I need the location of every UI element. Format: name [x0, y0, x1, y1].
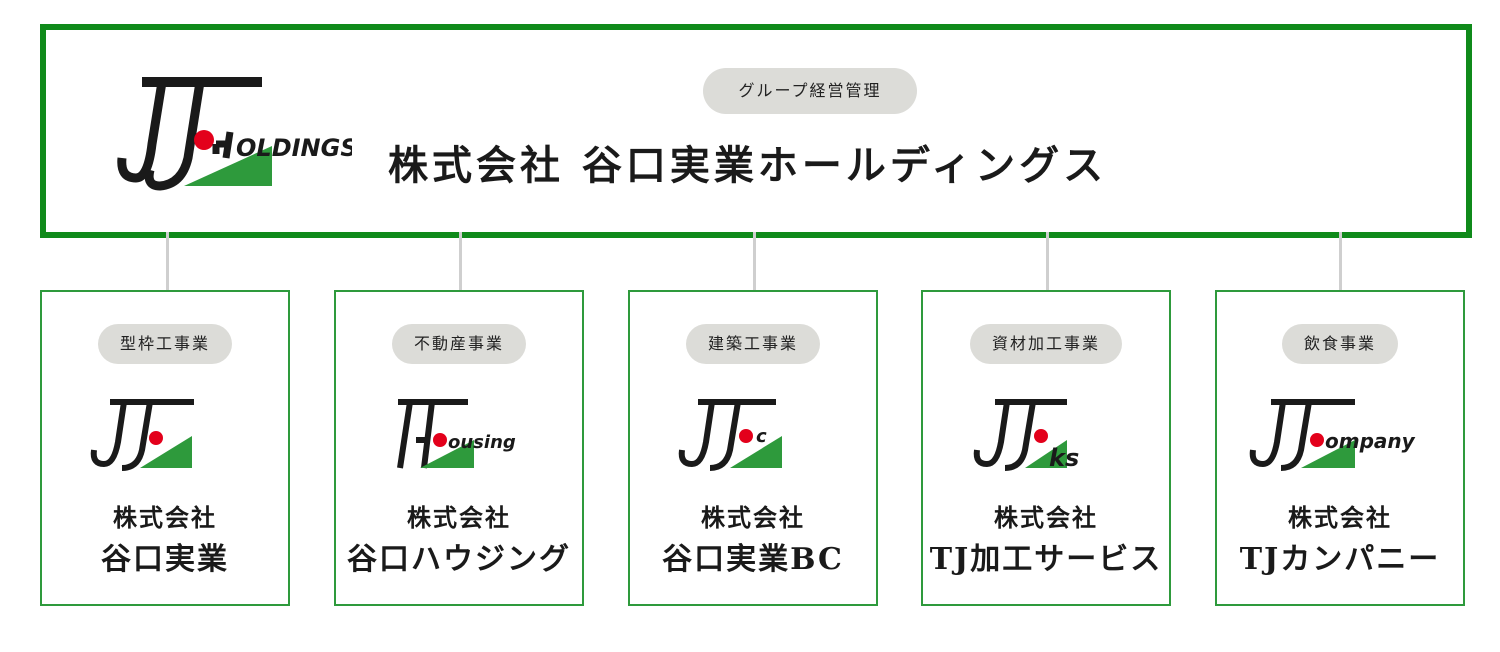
business-badge: 型枠工事業 — [97, 324, 233, 364]
logo-j-stroke — [709, 401, 741, 471]
holdings-box: OLDINGS グループ経営管理 株式会社 谷口実業ホールディングス — [40, 24, 1472, 238]
business-badge: 資材加工事業 — [969, 324, 1123, 364]
connector-line — [1046, 232, 1049, 290]
connector-line — [459, 232, 462, 290]
tj-holdings-logo: OLDINGS — [117, 77, 352, 191]
logo-j-stroke — [1280, 401, 1312, 471]
company-card-tj-kako-service: 資材加工事業 ks 株式会社 TJ加工サービス — [921, 290, 1171, 606]
logo-red-dot — [194, 130, 214, 150]
logo-j-stroke — [144, 81, 205, 191]
company-prefix: 株式会社 — [701, 503, 805, 532]
logo-text: ousing — [448, 432, 516, 453]
logo-t-stroke — [678, 401, 715, 468]
tj-ks-logo: ks — [973, 399, 1079, 472]
logo-t-stroke — [117, 81, 167, 183]
logo-red-dot — [1310, 433, 1324, 447]
logo-t-stroke — [90, 401, 127, 468]
logo-red-dot — [149, 431, 163, 445]
tj-bc-logo: c — [678, 399, 782, 471]
holdings-name: 株式会社 谷口実業ホールディングス — [388, 142, 1108, 189]
logo-green-triangle — [420, 440, 474, 468]
company-prefix: 株式会社 — [407, 503, 511, 532]
logo-t-stroke — [1249, 401, 1286, 468]
company-prefix: 株式会社 — [1288, 503, 1392, 532]
logo-red-dot — [1034, 429, 1048, 443]
company-name: TJカンパニー — [1239, 542, 1441, 577]
holdings-badge: グループ経営管理 — [703, 68, 917, 114]
logo-text: OLDINGS — [236, 134, 352, 162]
logo-green-triangle — [140, 436, 192, 468]
logo-t-stroke — [397, 401, 413, 469]
company-card-taniguchi-housing: 不動産事業 ousing 株式会社 谷口ハウジング — [334, 290, 584, 606]
tj-housing-logo: ousing — [397, 399, 516, 469]
logo-text: ompany — [1325, 429, 1416, 453]
logo-j-stroke — [121, 401, 153, 471]
logo-j-stroke — [1004, 401, 1036, 471]
logo-h-stroke — [212, 131, 234, 159]
company-card-taniguchi-bc: 建築工事業 c 株式会社 谷口実業BC — [628, 290, 878, 606]
company-card-tj-company: 飲食事業 ompany 株式会社 TJカンパニー — [1215, 290, 1465, 606]
business-badge: 建築工事業 — [685, 324, 821, 364]
logo-t-stroke — [973, 401, 1010, 468]
logo-green-triangle — [730, 436, 782, 468]
connector-line — [166, 232, 169, 290]
connector-line — [1339, 232, 1342, 290]
logo-text: ks — [1049, 444, 1079, 472]
logo-green-triangle — [184, 146, 272, 186]
company-name: 谷口実業BC — [662, 542, 844, 577]
company-name: 谷口実業 — [101, 542, 229, 577]
business-badge: 飲食事業 — [1281, 324, 1399, 364]
company-card-taniguchi-jitsugyo: 型枠工事業 株式会社 谷口実業 — [40, 290, 290, 606]
company-prefix: 株式会社 — [113, 503, 217, 532]
company-prefix: 株式会社 — [994, 503, 1098, 532]
logo-red-dot — [739, 429, 753, 443]
tj-logo — [90, 399, 194, 471]
logo-text: c — [756, 426, 767, 447]
logo-green-triangle — [1025, 440, 1067, 468]
logo-h-stroke — [416, 401, 435, 469]
company-name: 谷口ハウジング — [347, 542, 571, 577]
company-name: TJ加工サービス — [929, 542, 1163, 577]
logo-green-triangle — [1301, 440, 1355, 468]
connector-line — [753, 232, 756, 290]
logo-red-dot — [433, 433, 447, 447]
tj-company-logo: ompany — [1249, 399, 1416, 471]
business-badge: 不動産事業 — [391, 324, 527, 364]
